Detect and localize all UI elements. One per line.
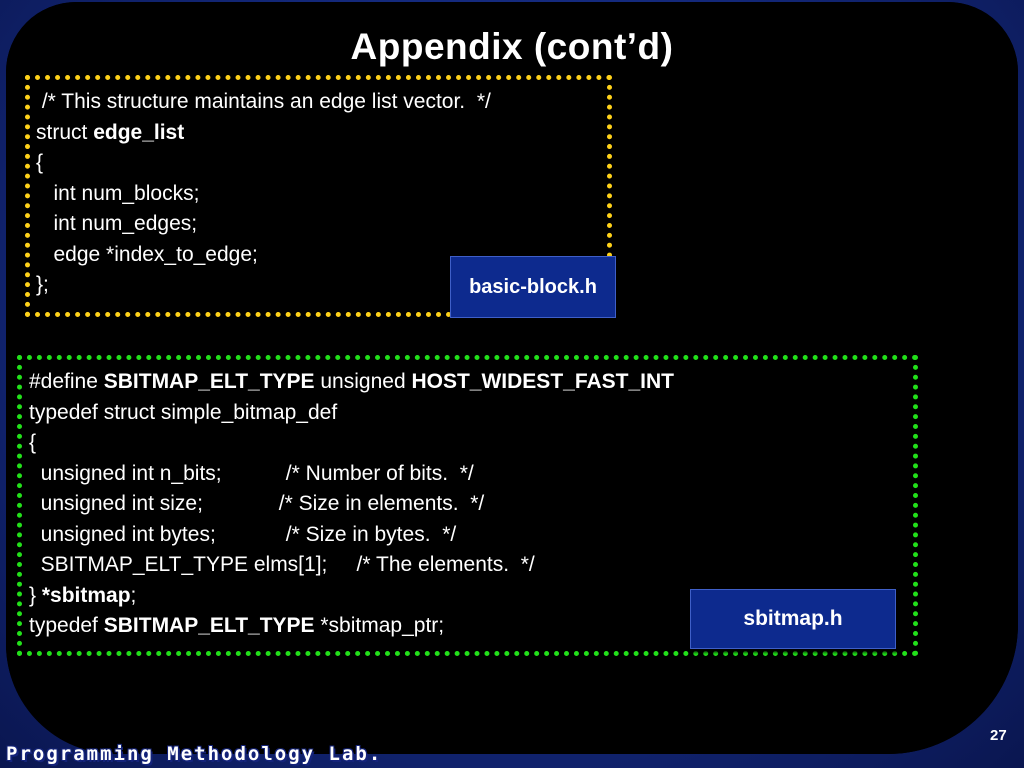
code-line: typedef struct simple_bitmap_def bbox=[29, 398, 674, 429]
code-line: int num_blocks; bbox=[36, 179, 491, 210]
code-line: unsigned int bytes; /* Size in bytes. */ bbox=[29, 520, 674, 551]
code-line: edge *index_to_edge; bbox=[36, 240, 491, 271]
code-text: typedef struct simple_bitmap_def bbox=[29, 400, 338, 424]
code-text: { bbox=[29, 431, 37, 454]
code-text: /* This structure maintains an edge list… bbox=[36, 90, 491, 113]
sbitmap-code-box: #define SBITMAP_ELT_TYPE unsigned HOST_W… bbox=[17, 355, 918, 656]
slide-title: Appendix (cont’d) bbox=[350, 26, 674, 67]
code-keyword: edge_list bbox=[93, 120, 185, 144]
code-keyword: SBITMAP_ELT_TYPE bbox=[103, 614, 315, 637]
code-text: unsigned int bytes; /* Size in bytes. */ bbox=[29, 522, 457, 546]
code-text: } bbox=[29, 583, 42, 607]
code-text: *sbitmap_ptr; bbox=[314, 614, 445, 637]
code-line: SBITMAP_ELT_TYPE elms[1]; /* The element… bbox=[29, 550, 674, 581]
code-text: int num_blocks; bbox=[36, 181, 200, 205]
code-text: edge *index_to_edge; bbox=[36, 242, 258, 266]
code-keyword: *sbitmap bbox=[41, 583, 131, 607]
code-line: int num_edges; bbox=[36, 209, 491, 240]
code-keyword: HOST_WIDEST_FAST_INT bbox=[411, 370, 674, 393]
code-line: /* This structure maintains an edge list… bbox=[36, 87, 491, 118]
footer-lab-name: Programming Methodology Lab. bbox=[6, 743, 383, 765]
code-line: { bbox=[29, 428, 674, 459]
code-text: ; bbox=[130, 583, 137, 607]
code-text: SBITMAP_ELT_TYPE elms[1]; /* The element… bbox=[29, 553, 535, 576]
code-line: unsigned int size; /* Size in elements. … bbox=[29, 489, 674, 520]
sbitmap-file-label: sbitmap.h bbox=[690, 589, 896, 649]
code-keyword: SBITMAP_ELT_TYPE bbox=[103, 370, 315, 393]
code-line: struct edge_list bbox=[36, 118, 491, 149]
code-text: { bbox=[36, 151, 44, 174]
code-text: unsigned bbox=[314, 370, 412, 393]
code-text: unsigned int size; /* Size in elements. … bbox=[29, 492, 485, 515]
code-text: }; bbox=[36, 273, 49, 296]
page-number: 27 bbox=[990, 727, 1007, 744]
basic-block-file-label: basic-block.h bbox=[450, 256, 616, 318]
edge-list-code-box: /* This structure maintains an edge list… bbox=[25, 75, 612, 317]
code-text: struct bbox=[36, 120, 94, 144]
code-line: #define SBITMAP_ELT_TYPE unsigned HOST_W… bbox=[29, 367, 674, 398]
code-text: #define bbox=[29, 370, 104, 393]
code-line: { bbox=[36, 148, 491, 179]
code-text: typedef bbox=[29, 614, 104, 637]
code-text: unsigned int n_bits; /* Number of bits. … bbox=[29, 461, 474, 485]
edge-list-code: /* This structure maintains an edge list… bbox=[36, 87, 491, 301]
code-line: unsigned int n_bits; /* Number of bits. … bbox=[29, 459, 674, 490]
code-line: }; bbox=[36, 270, 491, 301]
code-text: int num_edges; bbox=[36, 212, 198, 235]
code-line: } *sbitmap; bbox=[29, 581, 674, 612]
code-line: typedef SBITMAP_ELT_TYPE *sbitmap_ptr; bbox=[29, 611, 674, 642]
sbitmap-code: #define SBITMAP_ELT_TYPE unsigned HOST_W… bbox=[29, 367, 674, 642]
